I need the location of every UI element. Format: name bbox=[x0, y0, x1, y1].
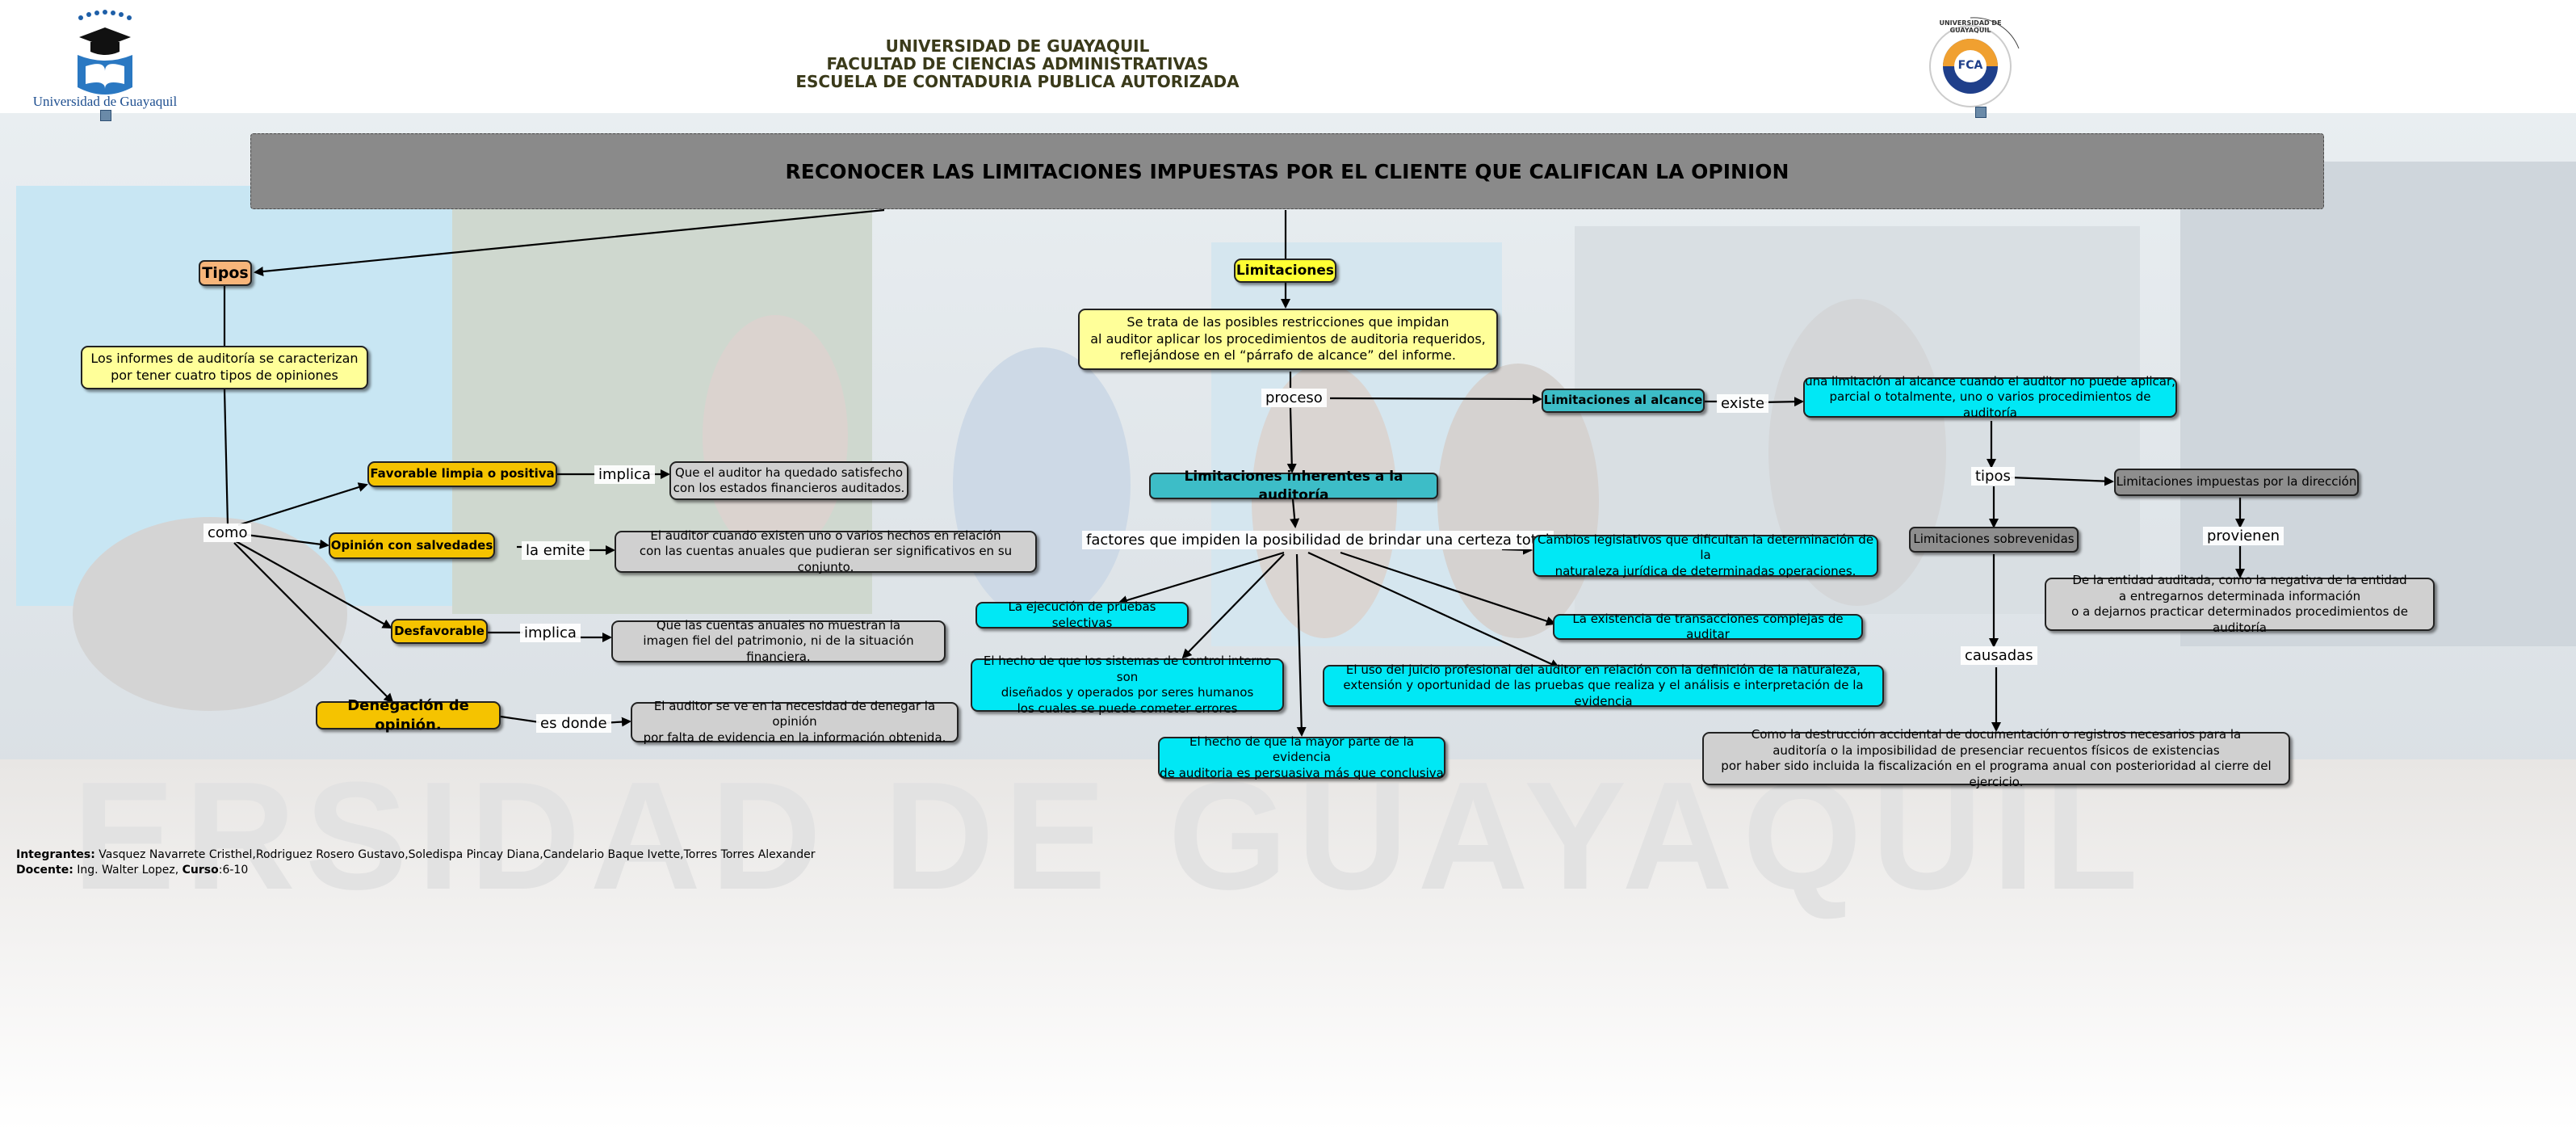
concept-denegacion-desc[interactable]: El auditor se ve en la necesidad de dene… bbox=[631, 699, 959, 745]
phrase-existe: existe bbox=[1717, 394, 1768, 413]
concept-cambios[interactable]: Cambios legislativos que dificultan la d… bbox=[1533, 532, 1878, 578]
concept-alcance-desc[interactable]: una limitación al alcance cuando el audi… bbox=[1803, 374, 2177, 420]
university-crest-icon bbox=[78, 10, 132, 95]
main-title-bar: RECONOCER LAS LIMITACIONES IMPUESTAS POR… bbox=[250, 133, 2324, 209]
concept-denegacion[interactable]: Denegación de opinión. bbox=[316, 697, 501, 734]
left-logo-caption: Universidad de Guayaquil bbox=[32, 94, 178, 109]
header-faculty: FACULTAD DE CIENCIAS ADMINISTRATIVAS bbox=[826, 54, 1209, 74]
concept-evidencia[interactable]: El hecho de que la mayor parte de la evi… bbox=[1158, 734, 1445, 780]
concept-favorable-desc[interactable]: Que el auditor ha quedado satisfecho con… bbox=[669, 461, 908, 500]
concept-tipos[interactable]: Tipos bbox=[199, 260, 252, 286]
concept-sobrevenidas-desc[interactable]: Como la destrucción accidental de docume… bbox=[1702, 727, 2290, 789]
docente-label: Docente: bbox=[16, 864, 73, 877]
phrase-provienen: provienen bbox=[2203, 527, 2284, 545]
phrase-factores: factores que impiden la posibilidad de b… bbox=[1082, 531, 1554, 549]
phrase-implica-1: implica bbox=[594, 465, 655, 484]
concept-limitaciones[interactable]: Limitaciones bbox=[1234, 259, 1336, 283]
concept-desfavorable-desc[interactable]: Que las cuentas anuales no muestran la i… bbox=[611, 618, 946, 664]
phrase-implica-2: implica bbox=[520, 624, 581, 642]
phrase-causadas: causadas bbox=[1961, 646, 2037, 665]
right-logo-badge: FCA bbox=[1957, 59, 1983, 72]
main-title: RECONOCER LAS LIMITACIONES IMPUESTAS POR… bbox=[785, 159, 1789, 183]
concept-inherentes[interactable]: Limitaciones inherentes a la auditoría bbox=[1149, 469, 1438, 503]
concept-limitaciones-desc[interactable]: Se trata de las posibles restricciones q… bbox=[1078, 309, 1498, 370]
concept-salvedades[interactable]: Opinión con salvedades bbox=[329, 532, 495, 559]
left-logo-small-icon bbox=[100, 110, 111, 121]
docente-line: Docente: Ing. Walter Lopez, Curso:6-10 bbox=[16, 863, 985, 878]
concept-sobrevenidas[interactable]: Limitaciones sobrevenidas bbox=[1909, 527, 2079, 553]
right-logo-small-icon bbox=[1975, 107, 1987, 118]
header-titles: UNIVERSIDAD DE GUAYAQUIL FACULTAD DE CIE… bbox=[711, 37, 1324, 94]
faculty-crest-icon bbox=[1929, 17, 2020, 107]
integrantes-label: Integrantes: bbox=[16, 848, 95, 861]
footer-credits: Integrantes: Vasquez Navarrete Cristhel,… bbox=[16, 847, 985, 880]
concept-salvedades-desc[interactable]: El auditor cuando existen uno o varios h… bbox=[615, 528, 1037, 574]
concept-transacciones[interactable]: La existencia de transacciones complejas… bbox=[1553, 612, 1863, 641]
header-school: ESCUELA DE CONTADURIA PUBLICA AUTORIZADA bbox=[795, 72, 1240, 91]
concept-ejecucion[interactable]: La ejecución de pruebas selectivas bbox=[975, 599, 1189, 630]
concept-direccion[interactable]: Limitaciones impuestas por la dirección bbox=[2114, 469, 2359, 496]
concept-alcance[interactable]: Limitaciones al alcance bbox=[1542, 389, 1705, 413]
header-university: UNIVERSIDAD DE GUAYAQUIL bbox=[885, 36, 1150, 56]
concept-direccion-desc[interactable]: De la entidad auditada, como la negativa… bbox=[2045, 573, 2435, 635]
curso-label: Curso bbox=[182, 864, 219, 877]
concept-juicio[interactable]: El uso del juicio profesional del audito… bbox=[1323, 662, 1884, 708]
left-logo: Universidad de Guayaquil bbox=[32, 6, 178, 121]
concept-control-interno[interactable]: El hecho de que los sistemas de control … bbox=[971, 654, 1284, 716]
curso-value: :6-10 bbox=[218, 864, 249, 877]
integrantes-names: Vasquez Navarrete Cristhel,Rodriguez Ros… bbox=[94, 848, 816, 861]
concept-tipos-desc[interactable]: Los informes de auditoría se caracteriza… bbox=[81, 346, 368, 389]
right-logo-text: UNIVERSIDAD DE GUAYAQUIL bbox=[1939, 19, 2002, 34]
concept-favorable[interactable]: Favorable limpia o positiva bbox=[367, 461, 557, 487]
phrase-tipos: tipos bbox=[1971, 467, 2015, 486]
phrase-proceso: proceso bbox=[1261, 389, 1327, 407]
phrase-la-emite: la emite bbox=[522, 541, 589, 560]
docente-name: Ing. Walter Lopez, bbox=[73, 864, 183, 877]
phrase-como: como bbox=[203, 523, 252, 542]
integrantes-line: Integrantes: Vasquez Navarrete Cristhel,… bbox=[16, 847, 985, 863]
right-logo: UNIVERSIDAD DE GUAYAQUIL FCA bbox=[1914, 16, 2027, 121]
phrase-es-donde: es donde bbox=[536, 714, 611, 733]
concept-desfavorable[interactable]: Desfavorable bbox=[391, 619, 488, 644]
